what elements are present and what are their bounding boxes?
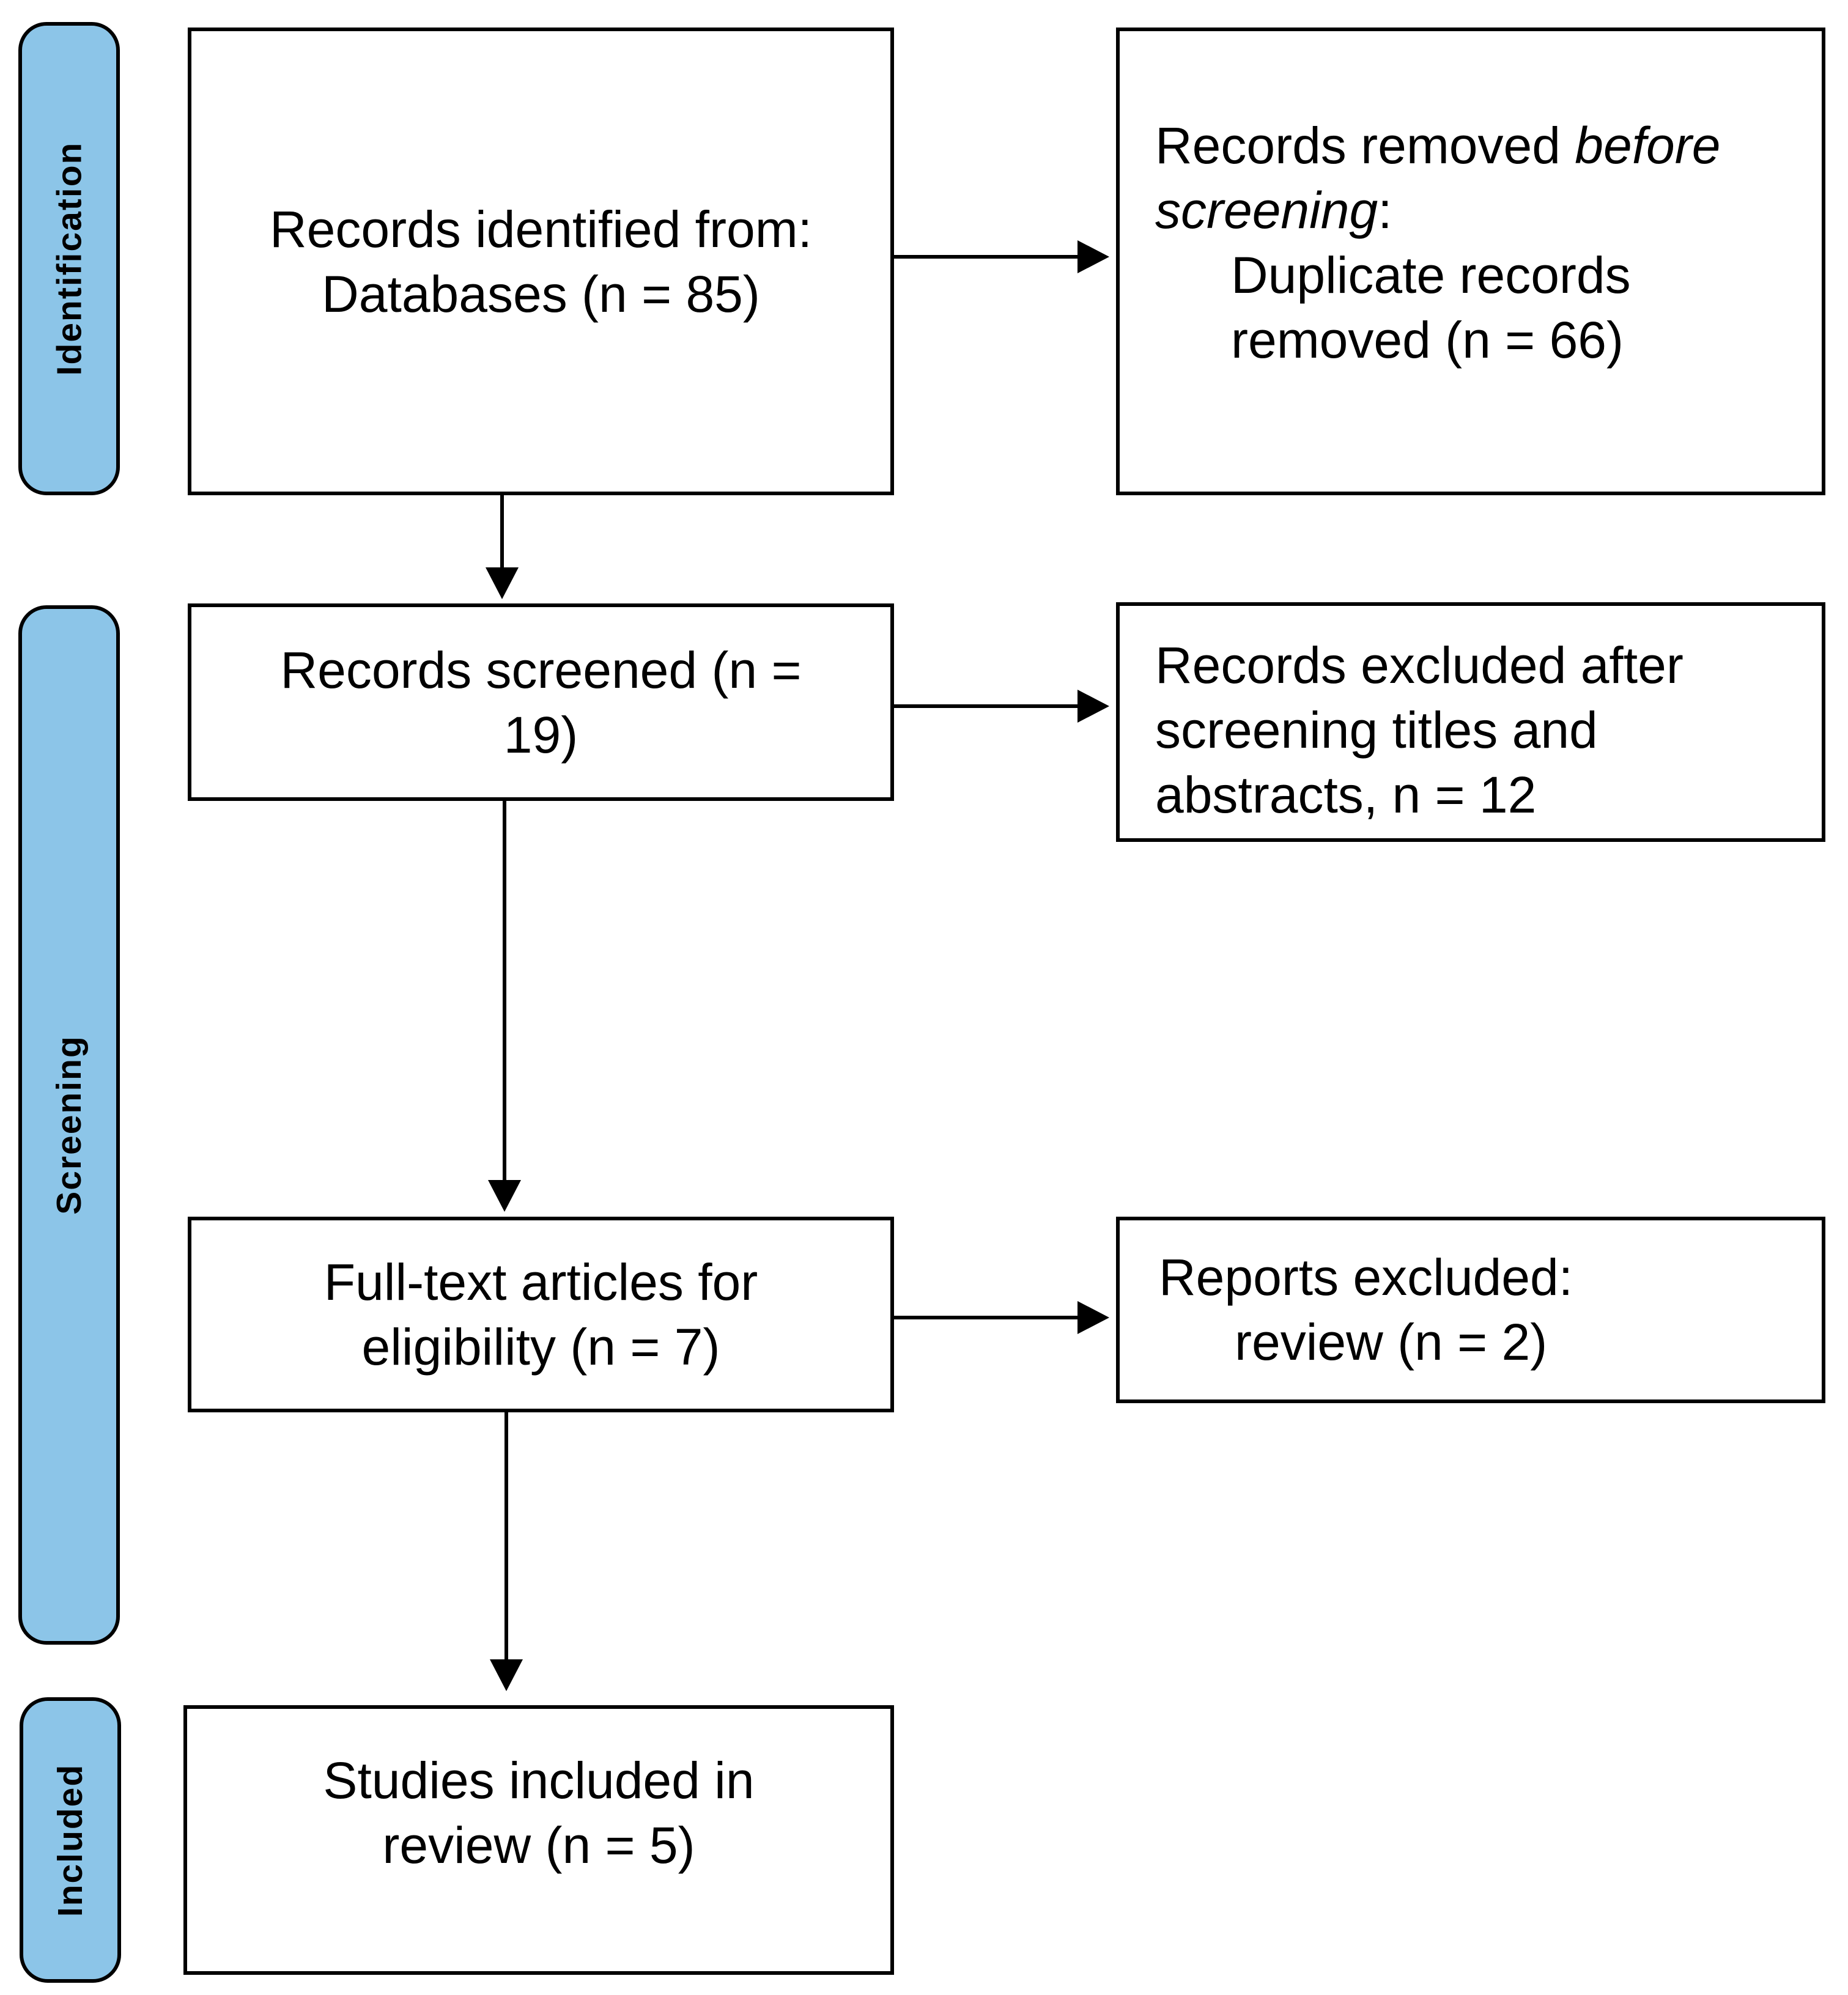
arrow-screened-to-fulltext-head-icon <box>488 1180 521 1212</box>
records-identified-line2: Databases (n = 85) <box>322 265 760 323</box>
records-identified-line1: Records identified from: <box>269 200 813 258</box>
arrow-fulltext-to-reports-line <box>894 1316 1077 1319</box>
stage-bar-identification: Identification <box>18 22 120 495</box>
fulltext-line2: eligibility (n = 7) <box>361 1318 720 1376</box>
box-records-screened: Records screened (n = 19) <box>188 603 894 801</box>
box-fulltext-eligibility: Full-text articles for eligibility (n = … <box>188 1217 894 1412</box>
box-records-excluded: Records excluded after screening titles … <box>1116 602 1825 842</box>
arrow-screened-to-fulltext-line <box>503 801 506 1183</box>
records-removed-line2-text: : <box>1378 182 1392 239</box>
box-studies-included: Studies included in review (n = 5) <box>183 1705 894 1975</box>
stage-label-identification: Identification <box>50 141 89 376</box>
stage-bar-included: Included <box>20 1697 121 1983</box>
box-records-identified: Records identified from: Databases (n = … <box>188 28 894 495</box>
records-screened-line2: 19) <box>503 706 578 764</box>
arrow-identified-to-screened-line <box>500 495 504 570</box>
arrow-screened-to-excluded-line <box>894 704 1077 708</box>
records-removed-line2-italic: screening <box>1155 182 1378 239</box>
records-removed-line1-italic: before <box>1575 117 1721 174</box>
studies-included-line1: Studies included in <box>323 1751 755 1809</box>
arrow-identified-to-screened-head-icon <box>486 567 519 599</box>
arrow-screened-to-excluded-head-icon <box>1077 690 1109 723</box>
stage-label-screening: Screening <box>50 1035 89 1215</box>
arrow-fulltext-to-reports-head-icon <box>1077 1301 1109 1334</box>
records-removed-line3: Duplicate records <box>1231 246 1631 304</box>
arrow-fulltext-to-included-line <box>505 1412 508 1662</box>
records-removed-line1-text: Records removed <box>1155 117 1575 174</box>
records-excluded-line1: Records excluded after <box>1155 636 1684 694</box>
reports-excluded-line1: Reports excluded: <box>1159 1248 1573 1306</box>
records-screened-line1: Records screened (n = <box>280 641 802 699</box>
box-records-removed: Records removed before screening: Duplic… <box>1116 28 1825 495</box>
records-removed-line4: removed (n = 66) <box>1231 311 1624 369</box>
records-removed-line2: screening: <box>1155 178 1803 243</box>
studies-included-line2: review (n = 5) <box>382 1816 695 1874</box>
records-removed-line1: Records removed before <box>1155 113 1803 178</box>
stage-bar-screening: Screening <box>18 605 120 1645</box>
arrow-fulltext-to-included-head-icon <box>490 1659 523 1691</box>
records-excluded-line3: abstracts, n = 12 <box>1155 766 1537 824</box>
box-reports-excluded: Reports excluded: review (n = 2) <box>1116 1217 1825 1403</box>
arrow-identified-to-removed-head-icon <box>1077 240 1109 273</box>
arrow-identified-to-removed-line <box>894 255 1077 259</box>
stage-label-included: Included <box>51 1763 91 1917</box>
reports-excluded-line2: review (n = 2) <box>1235 1313 1548 1371</box>
records-excluded-line2: screening titles and <box>1155 701 1598 759</box>
fulltext-line1: Full-text articles for <box>323 1253 758 1311</box>
